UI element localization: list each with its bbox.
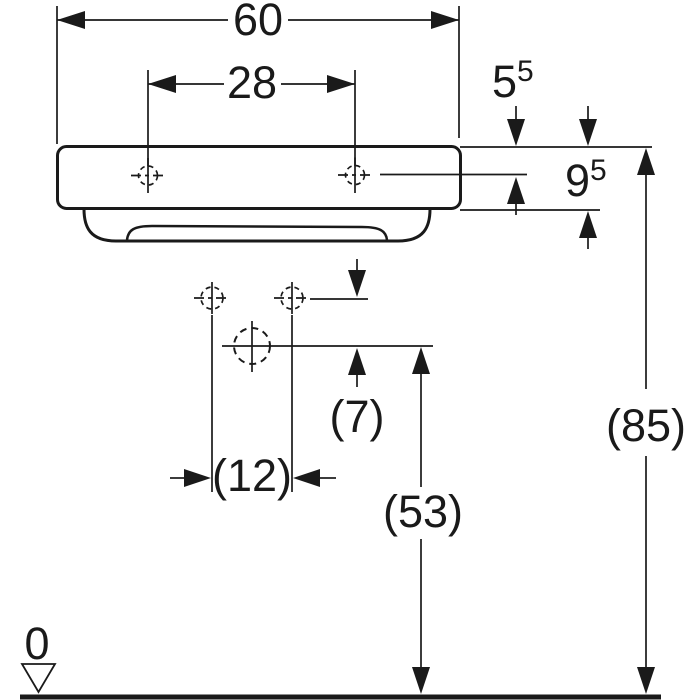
dimension-label-12: (12) — [212, 450, 292, 501]
reference-lines — [380, 146, 652, 211]
washbasin-outline — [56, 145, 462, 243]
dimension-label-53: (53) — [383, 486, 463, 537]
arrowhead-right-icon — [431, 11, 459, 29]
dimension-tap-spacing: 28 — [147, 57, 356, 166]
dimension-rim-height: (85) — [606, 148, 686, 694]
arrowhead-left-icon — [148, 75, 176, 93]
floor-datum: 0 — [20, 618, 661, 700]
dimension-rim-to-apron: 95 — [565, 154, 607, 249]
drain-crosshair — [222, 321, 433, 372]
supply-crosshair-left — [194, 282, 230, 314]
arrowhead-up-icon — [348, 348, 366, 375]
dimension-label-7: (7) — [330, 391, 385, 442]
basin-body — [56, 145, 462, 210]
arrowhead-down-icon — [579, 119, 597, 146]
arrowhead-down-icon — [507, 119, 525, 146]
arrowhead-up-icon — [579, 211, 597, 238]
arrowhead-left-icon — [293, 469, 320, 487]
dimension-overall-width: 60 — [56, 0, 460, 144]
dimension-label-60: 60 — [233, 0, 283, 45]
basin-bottom-rim — [125, 224, 389, 241]
dimension-label-28: 28 — [227, 57, 277, 108]
datum-triangle-icon — [20, 663, 57, 694]
dimension-supply-spacing: (12) — [170, 315, 336, 501]
arrowhead-left-icon — [57, 11, 85, 29]
dimension-drain-height: (53) — [383, 347, 463, 694]
basin-underside — [82, 208, 432, 243]
arrowhead-down-icon — [412, 667, 430, 694]
dimension-label-9-5: 95 — [565, 154, 607, 206]
arrowhead-up-icon — [412, 347, 430, 374]
supply-crosshair-right — [274, 282, 310, 314]
datum-label-0: 0 — [24, 618, 49, 669]
arrowhead-down-icon — [637, 667, 655, 694]
arrowhead-up-icon — [637, 148, 655, 175]
dimension-supply-drop: (7) — [310, 259, 385, 442]
arrowhead-down-icon — [348, 270, 366, 297]
arrowhead-right-icon — [184, 469, 211, 487]
arrowhead-right-icon — [327, 75, 355, 93]
dimension-label-85: (85) — [606, 400, 686, 451]
dimension-rim-to-tap: 55 — [492, 55, 597, 215]
arrowhead-up-icon — [507, 177, 525, 204]
dimension-label-5-5: 55 — [492, 55, 534, 107]
